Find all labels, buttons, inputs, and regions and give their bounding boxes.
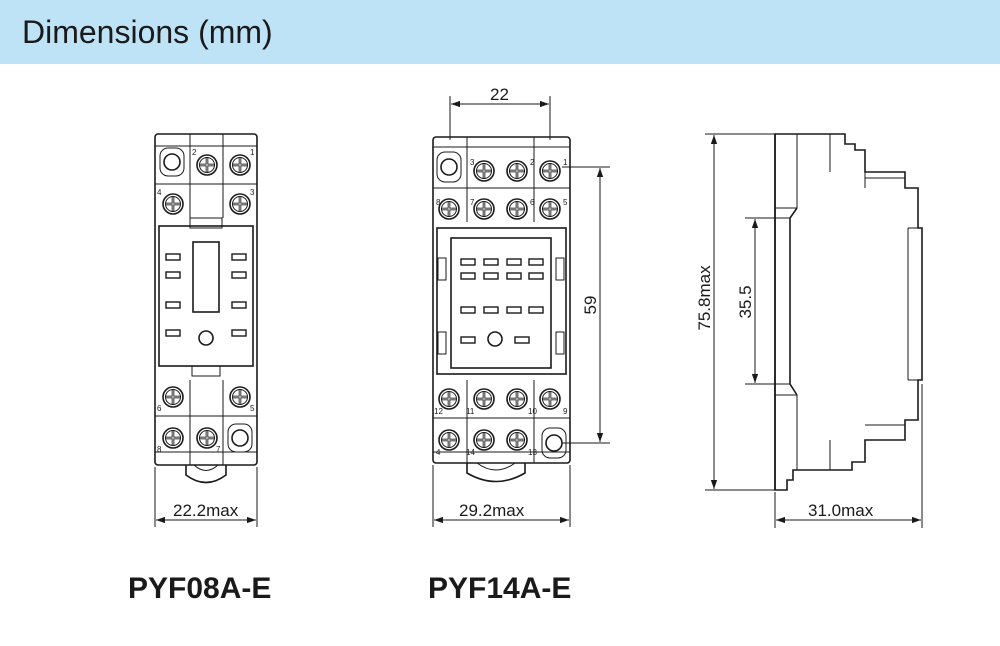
pyf14-pin-11: 11: [466, 407, 475, 416]
pyf14-pin-13: 13: [528, 448, 537, 457]
side-depth-dimension: 31.0max: [774, 384, 923, 528]
pyf14-pin-7: 7: [470, 198, 475, 207]
pyf14-height-dimension: 59: [562, 166, 610, 444]
header-bar: Dimensions (mm): [0, 0, 1000, 64]
pyf14-pin-2: 2: [530, 158, 535, 167]
pyf14-pin-3: 3: [470, 158, 475, 167]
side-height-label: 75.8max: [695, 265, 714, 331]
side-rail-label: 35.5: [736, 285, 755, 318]
pyf08-pin-1: 1: [250, 148, 255, 157]
pyf08-relay-slots: [165, 253, 247, 337]
side-view-profile: [774, 133, 923, 491]
pyf08-pin-6: 6: [157, 404, 162, 413]
pyf14-pin-5: 5: [563, 198, 568, 207]
pyf08-width-label: 22.2max: [173, 501, 239, 520]
pyf08-socket-outline: [154, 133, 258, 484]
pyf14-top-label: 22: [490, 85, 509, 104]
pyf08-model-name: PYF08A-E: [128, 572, 271, 605]
pyf14-pin-1: 1: [563, 158, 568, 167]
pyf14-top-dimension: 22: [449, 85, 551, 140]
side-depth-label: 31.0max: [808, 501, 874, 520]
pyf14-pin-9: 9: [563, 407, 568, 416]
pyf14-pin-4: 4: [436, 448, 441, 457]
pyf08-pin-5: 5: [250, 404, 255, 413]
pyf14-model-name: PYF14A-E: [428, 572, 571, 605]
pyf14-pin-14: 14: [466, 448, 475, 457]
pyf14-pin-8: 8: [436, 198, 441, 207]
pyf14-pin-6: 6: [530, 198, 535, 207]
pyf14-relay-slots: [460, 258, 544, 344]
pyf08-pin-7: 7: [216, 445, 221, 454]
side-height-dimension: 75.8max: [695, 133, 775, 491]
side-rail-dimension: 35.5: [736, 217, 790, 385]
pyf14-terminal-screws: [437, 159, 562, 452]
pyf14-pin-12: 12: [434, 407, 443, 416]
pyf14-pin-labels: 3 2 1 8 7 6 5 12 11 10 9 4 14 13: [434, 158, 568, 457]
pyf14-width-dimension: 29.2max: [432, 465, 571, 527]
pyf08-pin-2: 2: [192, 148, 197, 157]
pyf14-width-label: 29.2max: [459, 501, 525, 520]
pyf08-pin-8: 8: [157, 445, 162, 454]
pyf14-socket-outline: [432, 136, 571, 483]
pyf14-height-label: 59: [581, 296, 600, 315]
pyf08-pin-labels: 2 1 4 3 6 5 8 7: [157, 148, 255, 454]
pyf08-pin-4: 4: [157, 188, 162, 197]
page-title: Dimensions (mm): [22, 14, 273, 50]
pyf14-pin-10: 10: [528, 407, 537, 416]
pyf08-pin-3: 3: [250, 188, 255, 197]
pyf08-width-dimension: 22.2max: [154, 467, 258, 527]
